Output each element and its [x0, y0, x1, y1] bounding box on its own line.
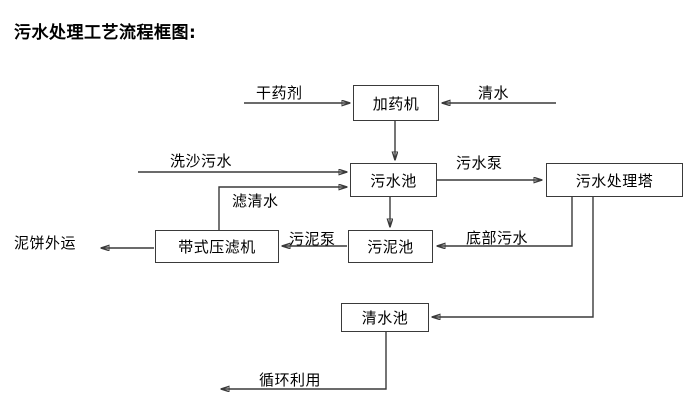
- edge-tower-to-clean-water-pool: [432, 197, 594, 317]
- node-label: 加药机: [372, 94, 420, 113]
- terminal-mud-cake-output: 泥饼外运: [14, 234, 77, 252]
- node-clean-water-pool[interactable]: 清水池: [341, 303, 429, 332]
- edge-label-recycle-reuse: 循环利用: [259, 371, 322, 389]
- terminal-clean-water-input: 清水: [478, 84, 510, 102]
- terminal-dry-chemical: 干药剂: [256, 84, 303, 102]
- node-label: 清水池: [361, 309, 409, 327]
- terminal-sand-wash-water: 洗沙污水: [170, 152, 233, 170]
- edge-label-filtrate-water: 滤清水: [232, 192, 279, 210]
- edge-label-wastewater-pump: 污水泵: [456, 154, 503, 172]
- page-title: 污水处理工艺流程框图:: [14, 23, 197, 43]
- edge-label-sludge-pump: 污泥泵: [289, 230, 336, 248]
- node-treatment-tower[interactable]: 污水处理塔: [546, 163, 683, 197]
- node-belt-filter-press[interactable]: 带式压滤机: [155, 230, 279, 263]
- node-label: 带式压滤机: [178, 238, 256, 256]
- node-label: 污水处理塔: [575, 171, 654, 190]
- node-dosing-machine[interactable]: 加药机: [353, 85, 439, 121]
- node-sludge-pool[interactable]: 污泥池: [348, 230, 433, 263]
- edge-label-bottom-wastewater: 底部污水: [466, 229, 529, 247]
- node-label: 污泥池: [367, 238, 414, 256]
- node-label: 污水池: [370, 171, 417, 190]
- node-wastewater-pool[interactable]: 污水池: [350, 163, 437, 197]
